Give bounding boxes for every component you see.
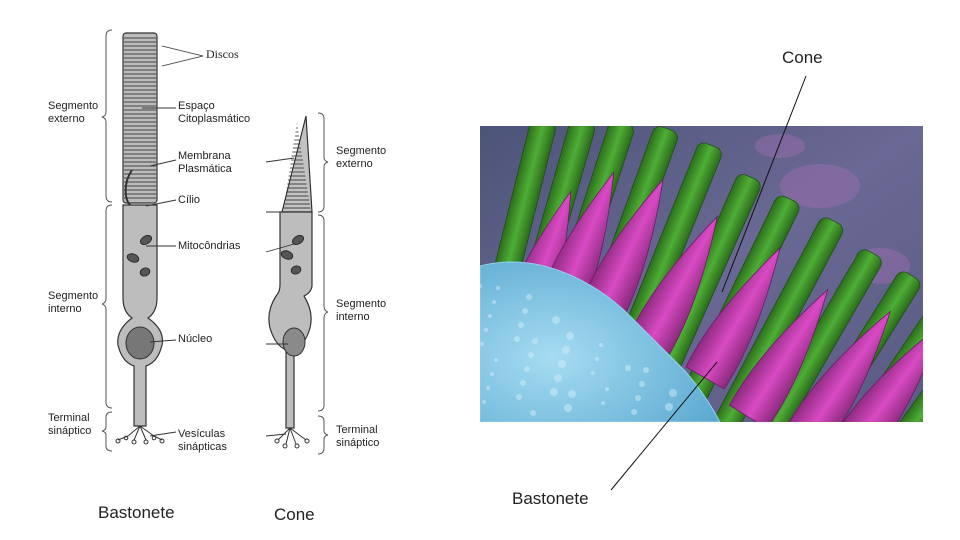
label-mitocondrias: Mitocôndrias [178,240,240,253]
label-discos: Discos [206,48,239,61]
cone-region-inner: Segmento interno [336,298,386,324]
rod-region-terminal: Terminal sináptico [48,412,91,438]
label-espaco-citoplasmatico: Espaço Citoplasmático [178,100,250,126]
cone-nucleus [283,328,305,356]
rod-region-outer: Segmento externo [48,100,98,126]
cone-inner-segment [269,212,312,428]
cone-region-outer: Segmento externo [336,145,386,171]
caption-bastonete: Bastonete [98,503,175,523]
rod-nucleus [126,327,154,359]
photoreceptor-diagram [0,0,480,540]
cone-region-braces [318,113,328,454]
micrograph-callouts [480,0,960,540]
label-membrana-plasmatica: Membrana Plasmática [178,150,232,176]
rod-region-braces [102,30,112,451]
label-vesiculas-sinapticas: Vesículas sinápticas [178,428,227,454]
rod-pointer-line [611,362,717,490]
cone-synaptic-terminal [275,428,309,448]
rod-region-inner: Segmento interno [48,290,98,316]
cone-region-terminal: Terminal sináptico [336,424,379,450]
caption-cone: Cone [274,505,315,525]
label-cilio: Cílio [178,194,200,207]
label-nucleo: Núcleo [178,333,212,346]
micrograph-label-cone: Cone [782,48,823,68]
cone-pointer-line [722,76,806,292]
rod-inner-segment [118,205,163,426]
micrograph-label-bastonete: Bastonete [512,489,589,509]
cone-cell [266,113,328,454]
